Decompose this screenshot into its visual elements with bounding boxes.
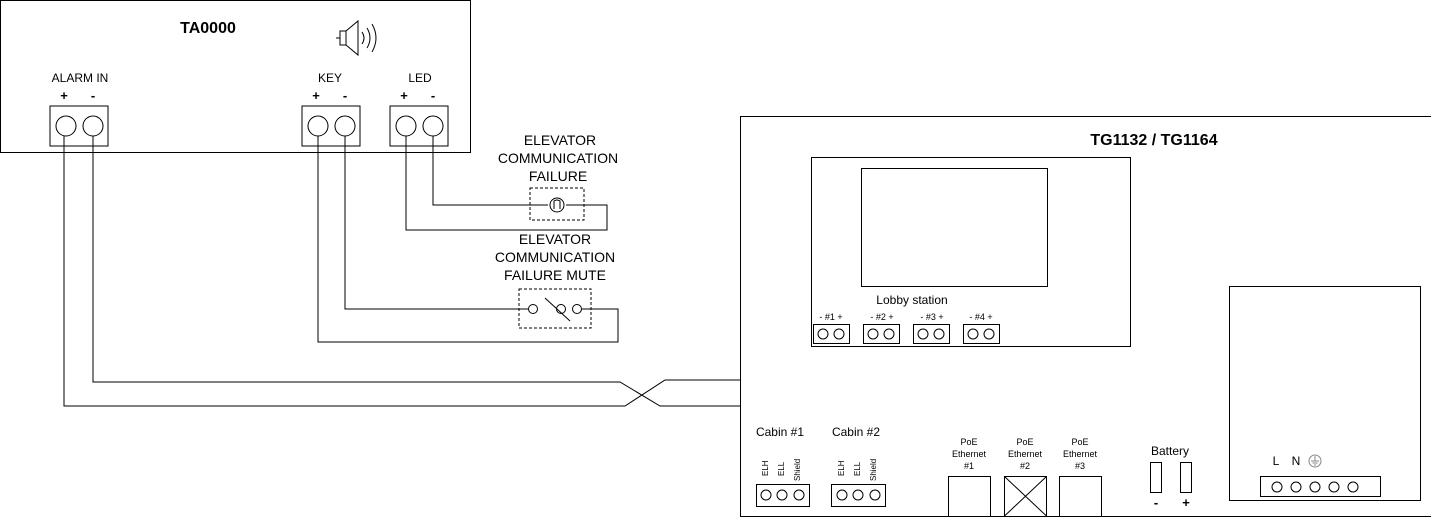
port-2-label: - #2 +: [870, 312, 893, 322]
led-label: LED: [408, 71, 432, 85]
alarm-plus-sign: +: [60, 88, 68, 103]
key-plus-sign: +: [312, 88, 320, 103]
alarm-minus-sign: -: [91, 88, 95, 103]
cabin-2-label: Cabin #2: [832, 425, 880, 439]
switch-box: [518, 288, 592, 329]
mute-line3: FAILURE MUTE: [504, 267, 606, 283]
lamp-icon: [549, 197, 565, 213]
poe-1-line1: PoE: [960, 437, 977, 447]
poe-1-line3: #1: [964, 461, 974, 471]
cabin-1-shield: Shield: [793, 459, 802, 481]
key-terminal: [301, 105, 361, 147]
mute-line1: ELEVATOR: [519, 231, 591, 247]
alarm-in-label: ALARM IN: [52, 71, 109, 85]
poe-3-line3: #3: [1075, 461, 1085, 471]
cabin-1-ell: ELL: [777, 461, 786, 476]
port-1-terminal: [813, 324, 850, 344]
cabin-1-label: Cabin #1: [756, 425, 804, 439]
alarm-plus-wire: [63, 136, 823, 407]
port-3-terminal: [913, 324, 950, 344]
speaker-icon: [336, 19, 377, 57]
key-minus-wire: [344, 136, 528, 310]
ground-icon: [1308, 454, 1322, 468]
led-plus-wire: [405, 136, 608, 231]
power-supply: L N: [1229, 286, 1421, 501]
cabin-1: Cabin #1 ELH ELL Shield: [756, 425, 810, 507]
power-l-label: L: [1273, 454, 1280, 468]
poe-3-line2: Ethernet: [1063, 449, 1098, 459]
poe-2-line2: Ethernet: [1008, 449, 1043, 459]
poe-2-line1: PoE: [1016, 437, 1033, 447]
led-minus-wire: [432, 136, 548, 206]
led-minus-sign: -: [431, 88, 435, 103]
led-plus-sign: +: [400, 88, 408, 103]
alarm-minus-wire: [92, 136, 839, 407]
cabin-2-elh: ELH: [837, 460, 846, 476]
failure-line2: COMMUNICATION: [498, 150, 618, 166]
lobby-display: [861, 168, 1048, 287]
port-1-label: - #1 +: [819, 312, 842, 322]
poe-1-line2: Ethernet: [952, 449, 987, 459]
battery-minus-sign: -: [1154, 495, 1158, 510]
switch-icon: [528, 297, 582, 322]
mute-line2: COMMUNICATION: [495, 249, 615, 265]
port-2-terminal: [863, 324, 900, 344]
failure-line1: ELEVATOR: [524, 132, 596, 148]
power-supply-box: [1229, 286, 1421, 501]
battery-connector: Battery - +: [1150, 444, 1192, 510]
alarm-in-terminal: [49, 105, 109, 147]
port-4-label: - #4 +: [969, 312, 992, 322]
tg-title: TG1132 / TG1164: [1090, 132, 1217, 149]
poe-3-line1: PoE: [1071, 437, 1088, 447]
battery-label: Battery: [1151, 444, 1189, 458]
tg-unit: TG1132 / TG1164 Lobby station - #1 + - #…: [740, 116, 1431, 517]
power-n-label: N: [1292, 454, 1301, 468]
key-label: KEY: [318, 71, 342, 85]
key-minus-sign: -: [343, 88, 347, 103]
elevator-mute-switch: ELEVATOR COMMUNICATION FAILURE MUTE: [495, 231, 615, 329]
led-terminal: [389, 105, 449, 147]
ta-title: TA0000: [180, 20, 236, 37]
poe-ethernet-3: PoE Ethernet #3: [1059, 437, 1102, 517]
elevator-failure-indicator: ELEVATOR COMMUNICATION FAILURE: [498, 132, 618, 221]
port-4-terminal: [963, 324, 1000, 344]
key-plus-wire: [317, 136, 619, 343]
lamp-box: [529, 187, 585, 221]
poe-2-line3: #2: [1020, 461, 1030, 471]
port-3-label: - #3 +: [920, 312, 943, 322]
ta-unit: TA0000 ALARM IN KEY LED + - + - + -: [0, 0, 471, 153]
poe-ethernet-2: PoE Ethernet #2: [1004, 437, 1047, 517]
battery-plus-sign: +: [1182, 495, 1190, 510]
cabin-2-ell: ELL: [853, 461, 862, 476]
cabin-2: Cabin #2 ELH ELL Shield: [831, 425, 886, 507]
wires: [63, 136, 839, 407]
lobby-station-label: Lobby station: [876, 293, 947, 307]
poe-ethernet-1: PoE Ethernet #1: [948, 437, 991, 517]
cabin-2-shield: Shield: [869, 459, 878, 481]
cabin-1-elh: ELH: [761, 460, 770, 476]
failure-line3: FAILURE: [529, 168, 587, 184]
